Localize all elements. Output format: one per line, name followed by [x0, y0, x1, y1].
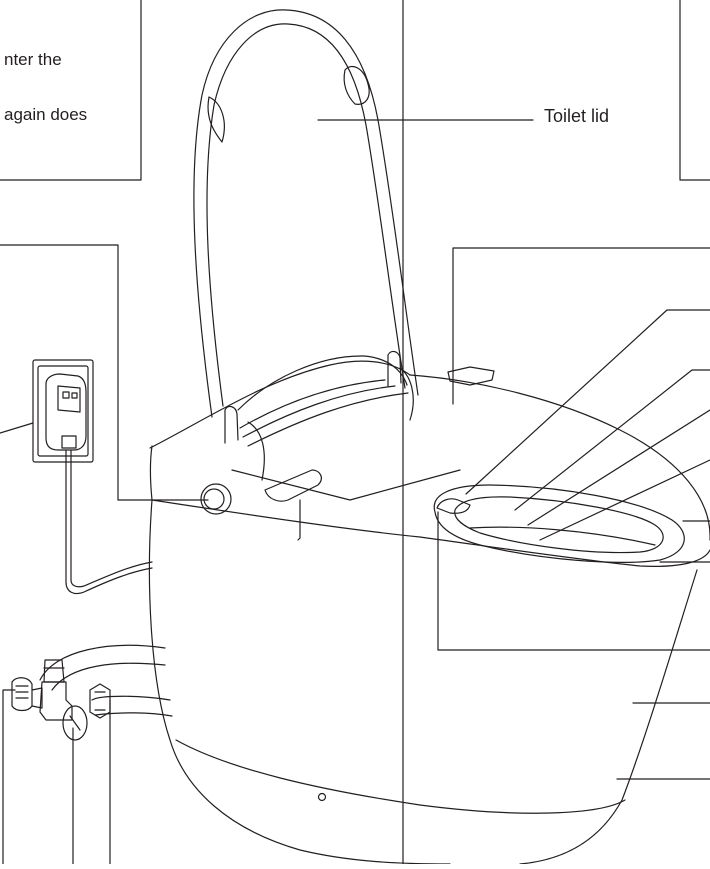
instruction-text-line-2: again does	[4, 105, 88, 124]
hinge-right	[388, 351, 413, 420]
body-rim	[152, 500, 710, 566]
hose-lower	[92, 696, 172, 716]
instruction-text-line-1: nter the	[4, 50, 62, 69]
lid-inner	[207, 24, 405, 406]
valve-top-cap	[44, 660, 64, 682]
seat-ring	[434, 485, 684, 562]
adapter-button-2	[72, 393, 77, 398]
power-button-outer	[201, 484, 231, 514]
hose-nut	[90, 684, 110, 718]
seat-flap-lines	[240, 380, 408, 446]
power-adapter	[46, 374, 86, 450]
body-sensor-dot	[319, 794, 326, 801]
body-seat-ring-outer	[410, 375, 710, 540]
seat-front-panel	[232, 470, 460, 540]
hinge-left	[225, 407, 264, 480]
body-front-curve	[176, 740, 625, 813]
lid-bumper-right	[344, 66, 369, 104]
valve-screw-cap	[63, 706, 87, 740]
tank-tab	[448, 367, 494, 385]
wall-socket	[33, 360, 93, 462]
adapter-face	[58, 386, 80, 448]
water-supply	[12, 645, 172, 740]
leader-power-plug	[0, 423, 33, 433]
lid-bumper-left	[208, 97, 224, 142]
body-right-side	[520, 570, 697, 864]
leader-left-frame	[453, 248, 710, 404]
leader-seat-1	[466, 310, 710, 494]
valve-knob	[12, 678, 32, 711]
nozzle-cover	[437, 499, 470, 513]
body-top-edge	[151, 446, 153, 500]
top-left-note-box	[0, 0, 141, 180]
leader-nozzle	[438, 512, 710, 650]
lid-outer	[194, 10, 418, 417]
seat-and-top	[150, 351, 494, 540]
power-cord	[66, 450, 152, 594]
toilet-lid	[194, 10, 418, 417]
label-toilet-lid: Toilet lid	[544, 106, 610, 126]
valve-screw-slot	[70, 716, 80, 730]
leader-lines	[0, 120, 710, 864]
leader-valve-knob	[3, 690, 15, 864]
leader-seat-4	[540, 460, 710, 540]
top-right-note-box	[680, 0, 710, 180]
body-left-side	[149, 500, 450, 864]
leader-seat-2	[515, 370, 710, 510]
tank-top-hood	[238, 356, 407, 410]
socket-plate-inner	[38, 366, 88, 456]
toilet-body	[149, 375, 710, 864]
leader-seat-3	[528, 410, 710, 525]
seat-ring-outer	[434, 485, 684, 562]
seat-plate	[265, 470, 321, 501]
adapter-button	[63, 392, 69, 398]
tank-top	[150, 361, 410, 448]
bowl-inner-lip	[470, 527, 655, 545]
valve-stem	[32, 688, 42, 708]
bowl-opening	[455, 497, 663, 553]
socket-plate	[33, 360, 93, 462]
valve-body	[40, 682, 72, 720]
power-button-inner	[204, 489, 224, 509]
leader-power-button	[0, 245, 208, 500]
